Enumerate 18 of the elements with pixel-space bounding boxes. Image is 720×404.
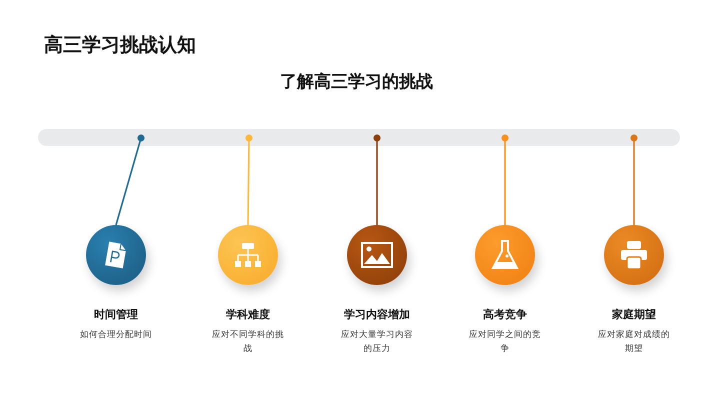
connector-line xyxy=(374,134,380,225)
item-description: 应对大量学习内容的压力 xyxy=(340,328,414,356)
connector-line xyxy=(630,134,638,225)
connector-line xyxy=(246,134,252,225)
item-heading: 学习内容增加 xyxy=(344,307,410,322)
connector-line xyxy=(115,134,144,226)
item-description: 应对家庭对成绩的期望 xyxy=(597,328,671,356)
item-description: 应对同学之间的竞争 xyxy=(468,328,542,356)
item-description: 应对不同学科的挑战 xyxy=(211,328,285,356)
item-heading: 家庭期望 xyxy=(612,307,656,322)
subtitle: 了解高三学习的挑战 xyxy=(280,71,433,93)
timeline-bar xyxy=(38,129,680,146)
item-heading: 高考竞争 xyxy=(483,307,527,322)
page-title: 高三学习挑战认知 xyxy=(44,33,196,58)
item-heading: 学科难度 xyxy=(226,307,270,322)
connector-line xyxy=(502,134,508,225)
item-description: 如何合理分配时间 xyxy=(79,329,153,342)
item-heading: 时间管理 xyxy=(94,307,138,322)
